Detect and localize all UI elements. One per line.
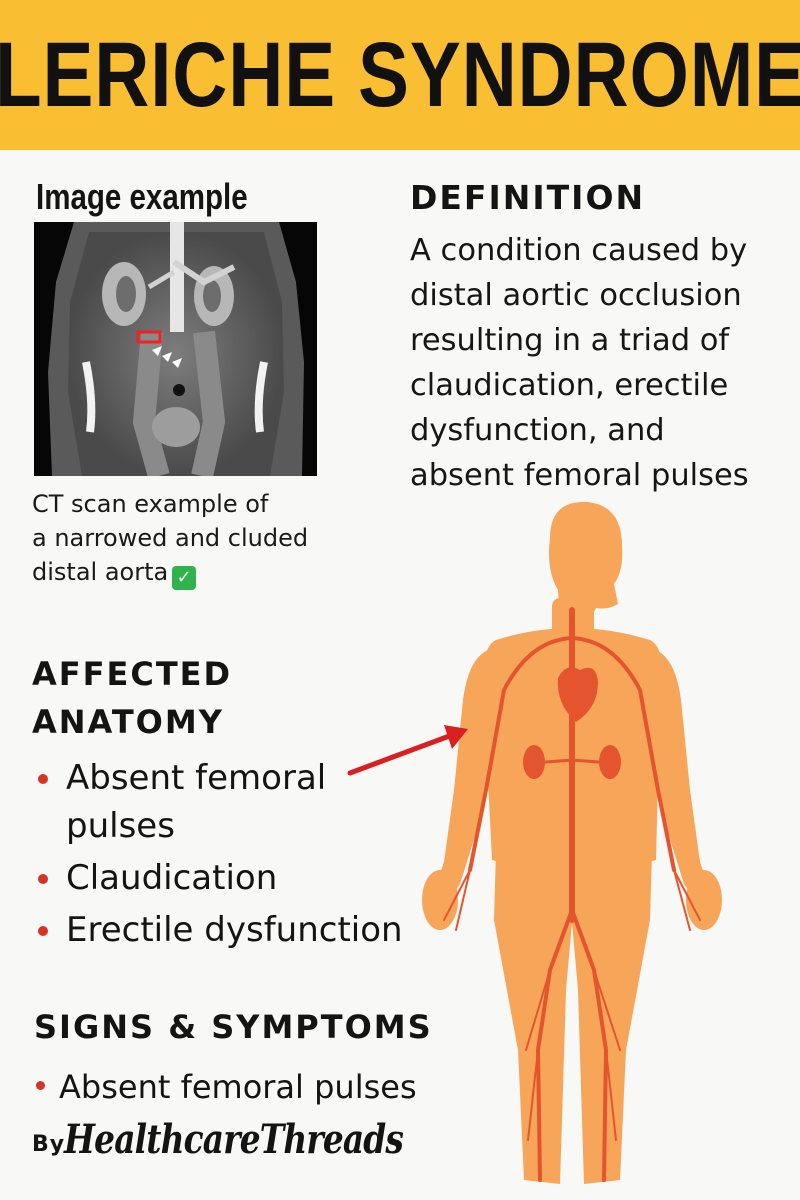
list-item-line: pulses — [66, 806, 175, 846]
list-item-line: Absent femoral — [66, 758, 327, 798]
human-body-illustration — [422, 501, 722, 1184]
bullet-icon — [38, 774, 48, 784]
list-item: Erectile dysfunction — [32, 906, 403, 954]
signs-list-item: Absent femoral pulses — [36, 1068, 417, 1106]
caption-line-text: distal aorta — [32, 558, 169, 586]
affected-anatomy-list: Absent femoral pulses Claudication Erect… — [32, 754, 403, 958]
image-example-label: Image example — [36, 176, 248, 217]
caption-line: CT scan example of — [32, 490, 269, 518]
list-item: Claudication — [32, 854, 403, 902]
definition-text: A condition caused by distal aortic occl… — [410, 228, 800, 498]
heart-icon — [557, 667, 598, 722]
affected-anatomy-title: AFFECTED ANATOMY — [32, 650, 232, 746]
kidney-icon — [523, 745, 621, 779]
definition-line: absent femoral pulses — [410, 458, 749, 493]
caption-line: distal aorta✓ — [32, 555, 332, 590]
definition-line: distal aortic occlusion — [410, 278, 742, 313]
definition-line: dysfunction, and — [410, 413, 665, 448]
pointer-arrow-icon — [347, 725, 468, 776]
title-banner: LERICHE SYNDROME — [0, 0, 800, 150]
definition-line: claudication, erectile — [410, 368, 729, 403]
signs-item-text: Absent femoral pulses — [59, 1068, 417, 1106]
caption-line: a narrowed and cluded — [32, 524, 309, 552]
bullet-icon — [38, 926, 48, 936]
check-mark-icon: ✓ — [172, 566, 197, 590]
anatomy-title-line: ANATOMY — [32, 703, 224, 741]
list-item-line: Erectile dysfunction — [66, 910, 403, 950]
signs-symptoms-title: SIGNS & SYMPTOMS — [34, 1008, 433, 1046]
list-item-line: Claudication — [66, 858, 278, 898]
bullet-icon — [36, 1081, 45, 1090]
definition-line: resulting in a triad of — [410, 323, 730, 358]
definition-title: DEFINITION — [410, 178, 646, 217]
credit-by-label: By — [32, 1132, 66, 1157]
ct-scan-image — [34, 222, 317, 476]
credit-signature: HealthcareThreads — [64, 1116, 404, 1163]
anatomy-title-line: AFFECTED — [32, 655, 233, 693]
ct-caption: CT scan example of a narrowed and cluded… — [32, 487, 332, 590]
arterial-tree — [443, 607, 701, 1182]
list-item: Absent femoral pulses — [32, 754, 403, 850]
bullet-icon — [38, 874, 48, 884]
page-title: LERICHE SYNDROME — [0, 23, 800, 126]
definition-line: A condition caused by — [410, 233, 748, 268]
